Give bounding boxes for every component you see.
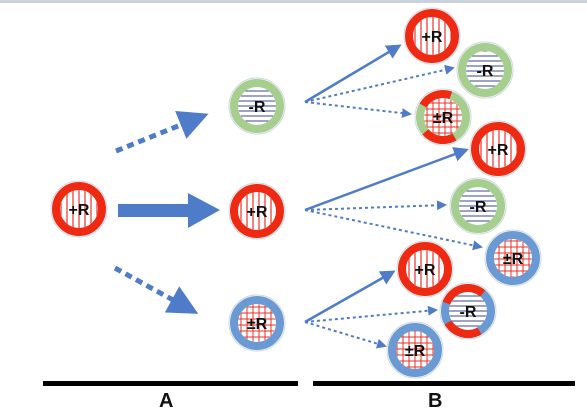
- cell-parent-label: +R: [69, 202, 90, 219]
- arrow-gen1-2-to-gen2-0: [304, 270, 396, 324]
- cell-gen2-3-label: +R: [488, 142, 509, 159]
- cell-parent: +R: [50, 180, 108, 238]
- arrow-gen1-1-to-gen2-0: [304, 147, 469, 212]
- stage-b-label: B: [428, 390, 443, 412]
- cell-gen2-4: -R: [449, 177, 507, 235]
- cells-layer: +R -R +R ±R +R -R ±R +R -R ±R +R -R ±R: [50, 7, 542, 379]
- cell-gen1-2: ±R: [228, 294, 286, 352]
- cell-gen2-8: ±R: [386, 321, 444, 379]
- arrows-layer: [113, 44, 483, 349]
- cell-gen2-1-label: -R: [477, 63, 494, 80]
- cell-gen2-7-label: -R: [460, 304, 477, 321]
- cell-gen2-6: +R: [396, 240, 454, 298]
- cell-gen2-2: ±R: [414, 88, 472, 146]
- arrow-gen1-2-to-gen2-2: [304, 321, 387, 349]
- cell-gen2-8-label: ±R: [405, 343, 426, 360]
- cell-gen2-1: -R: [456, 41, 514, 99]
- arrow-parent-to-minus: [115, 111, 209, 154]
- arrow-parent-to-pm: [113, 265, 199, 314]
- cell-gen1-1-label: +R: [247, 204, 268, 221]
- cell-gen2-5-label: ±R: [503, 251, 524, 268]
- cell-gen2-3: +R: [469, 120, 527, 178]
- stage-a-bar: [43, 381, 298, 386]
- cell-gen1-1: +R: [228, 182, 286, 240]
- cell-gen1-2-label: ±R: [247, 316, 268, 333]
- cell-gen2-0: +R: [403, 7, 461, 65]
- stage-a-label: A: [159, 390, 174, 412]
- cell-gen2-0-label: +R: [422, 29, 443, 46]
- arrow-gen1-0-to-gen2-2: [304, 101, 412, 119]
- stage-b-bar: [313, 381, 575, 386]
- arrow-gen1-1-to-gen2-1: [304, 200, 447, 211]
- arrow-gen1-0-to-gen2-1: [304, 64, 455, 103]
- cell-gen2-7: -R: [439, 282, 497, 340]
- arrow-gen1-0-to-gen2-0: [304, 44, 402, 104]
- cell-gen2-2-label: ±R: [433, 110, 454, 127]
- arrow-parent-to-plus: [118, 193, 220, 228]
- cell-gen1-0: -R: [228, 77, 286, 135]
- cell-gen2-6-label: +R: [415, 262, 436, 279]
- arrow-gen1-2-to-gen2-1: [304, 305, 438, 323]
- cell-gen1-0-label: -R: [249, 99, 266, 116]
- cell-gen2-4-label: -R: [470, 199, 487, 216]
- cell-gen2-5: ±R: [484, 229, 542, 287]
- top-border: [0, 0, 587, 3]
